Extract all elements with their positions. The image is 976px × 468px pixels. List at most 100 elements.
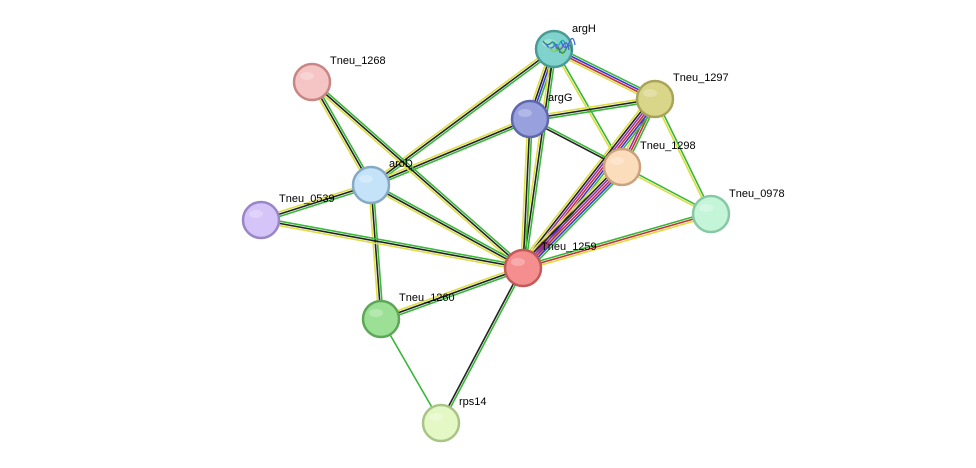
edge-Tneu_1298-Tneu_1259 bbox=[518, 162, 627, 273]
edge-evidence-line bbox=[522, 166, 624, 270]
edge-evidence-line bbox=[520, 118, 529, 269]
edge-argG-Tneu_1259 bbox=[520, 118, 533, 269]
node-highlight bbox=[643, 89, 657, 97]
node-highlight bbox=[429, 413, 443, 421]
edge-evidence-line bbox=[529, 98, 656, 120]
edge-evidence-line bbox=[380, 318, 442, 424]
node-label: aroD bbox=[389, 158, 413, 170]
node-circle[interactable] bbox=[602, 147, 642, 187]
edge-evidence-line bbox=[309, 82, 370, 187]
node-label: Tneu_1297 bbox=[673, 72, 729, 84]
edge-Tneu_1268-aroD bbox=[309, 80, 374, 187]
node-label: Tneu_1259 bbox=[541, 241, 597, 253]
node-Tneu_1260[interactable]: Tneu_1260 bbox=[361, 292, 455, 339]
edge-Tneu_1259-Tneu_0978 bbox=[521, 211, 713, 271]
node-argG[interactable]: argG bbox=[510, 92, 572, 139]
node-Tneu_0978[interactable]: Tneu_0978 bbox=[691, 188, 785, 234]
edge-Tneu_1259-rps14 bbox=[439, 266, 525, 425]
node-Tneu_1297[interactable]: Tneu_1297 bbox=[635, 72, 729, 119]
edge-evidence-line bbox=[522, 118, 531, 269]
node-circle[interactable] bbox=[241, 200, 281, 240]
edge-evidence-line bbox=[524, 118, 533, 269]
node-Tneu_1298[interactable]: Tneu_1298 bbox=[602, 140, 696, 187]
edge-evidence-line bbox=[655, 97, 713, 215]
edge-evidence-line bbox=[379, 265, 524, 318]
edge-evidence-line bbox=[524, 48, 557, 270]
node-circle[interactable] bbox=[691, 194, 731, 234]
edge-evidence-line bbox=[369, 186, 523, 271]
edge-evidence-line bbox=[519, 163, 621, 267]
edge-Tneu_1297-Tneu_0978 bbox=[653, 97, 713, 216]
node-argH[interactable]: argH bbox=[534, 23, 596, 69]
edge-evidence-line bbox=[521, 211, 712, 267]
node-rps14[interactable]: rps14 bbox=[421, 396, 487, 443]
node-highlight bbox=[511, 258, 525, 266]
node-label: Tneu_0539 bbox=[279, 193, 335, 205]
node-highlight bbox=[518, 109, 532, 117]
node-highlight bbox=[699, 204, 713, 212]
edge-evidence-line bbox=[370, 184, 382, 320]
node-circle[interactable] bbox=[510, 99, 550, 139]
edge-evidence-line bbox=[439, 266, 523, 424]
edge-Tneu_0539-Tneu_1259 bbox=[259, 217, 525, 271]
node-label: argG bbox=[548, 92, 572, 104]
edge-argG-aroD bbox=[369, 116, 532, 188]
node-highlight bbox=[369, 309, 383, 317]
edge-evidence-line bbox=[370, 184, 524, 269]
edge-evidence-line bbox=[260, 186, 373, 223]
edge-evidence-line bbox=[370, 48, 555, 186]
edge-evidence-line bbox=[522, 213, 712, 269]
edge-evidence-line bbox=[521, 165, 623, 269]
node-aroD[interactable]: aroD bbox=[351, 158, 413, 205]
node-label: rps14 bbox=[459, 396, 487, 408]
protein-structure-stroke bbox=[560, 37, 576, 49]
node-circle[interactable] bbox=[292, 62, 332, 102]
node-Tneu_0539[interactable]: Tneu_0539 bbox=[241, 193, 335, 240]
edge-evidence-line bbox=[371, 120, 532, 188]
node-highlight bbox=[359, 175, 373, 183]
edge-evidence-line bbox=[368, 184, 380, 320]
edge-evidence-line bbox=[260, 217, 525, 267]
edge-Tneu_1259-Tneu_1260 bbox=[379, 265, 525, 322]
edge-argH-Tneu_1259 bbox=[520, 47, 557, 270]
edge-evidence-line bbox=[259, 221, 524, 271]
node-circle[interactable] bbox=[503, 248, 543, 288]
edge-evidence-line bbox=[380, 269, 525, 322]
edge-evidence-line bbox=[369, 116, 530, 184]
edge-evidence-line bbox=[529, 100, 657, 122]
edge-evidence-line bbox=[517, 94, 652, 266]
edge-evidence-line bbox=[380, 267, 524, 320]
node-highlight bbox=[610, 157, 624, 165]
edge-Tneu_1268-Tneu_1259 bbox=[309, 79, 526, 271]
edge-Tneu_1297-argG bbox=[528, 96, 657, 122]
edge-evidence-line bbox=[441, 267, 525, 425]
protein-structure-stroke bbox=[557, 44, 573, 54]
node-circle[interactable] bbox=[635, 79, 675, 119]
edge-evidence-line bbox=[259, 182, 372, 219]
node-Tneu_1259[interactable]: Tneu_1259 bbox=[503, 241, 597, 288]
edge-evidence-line bbox=[309, 82, 523, 271]
edge-evidence-line bbox=[524, 168, 626, 272]
edge-evidence-line bbox=[313, 80, 374, 185]
protein-structure-icon bbox=[542, 37, 576, 56]
edge-evidence-line bbox=[518, 162, 619, 265]
node-circle[interactable] bbox=[351, 165, 391, 205]
node-label: Tneu_1268 bbox=[330, 55, 386, 67]
edge-evidence-line bbox=[372, 184, 384, 320]
node-circle[interactable] bbox=[421, 403, 461, 443]
edge-evidence-line bbox=[653, 98, 711, 216]
node-label: Tneu_0978 bbox=[729, 188, 785, 200]
edge-evidence-line bbox=[370, 118, 531, 186]
edge-evidence-line bbox=[519, 96, 654, 267]
node-Tneu_1268[interactable]: Tneu_1268 bbox=[292, 55, 386, 102]
edge-aroD-Tneu_1259 bbox=[369, 182, 525, 271]
edge-aroD-Tneu_1260 bbox=[368, 184, 384, 320]
edge-evidence-line bbox=[311, 81, 372, 186]
edge-Tneu_1260-rps14 bbox=[380, 318, 442, 424]
edge-evidence-line bbox=[312, 79, 526, 268]
edge-evidence-line bbox=[260, 219, 524, 269]
edge-evidence-line bbox=[522, 215, 713, 271]
node-circle[interactable] bbox=[361, 299, 401, 339]
